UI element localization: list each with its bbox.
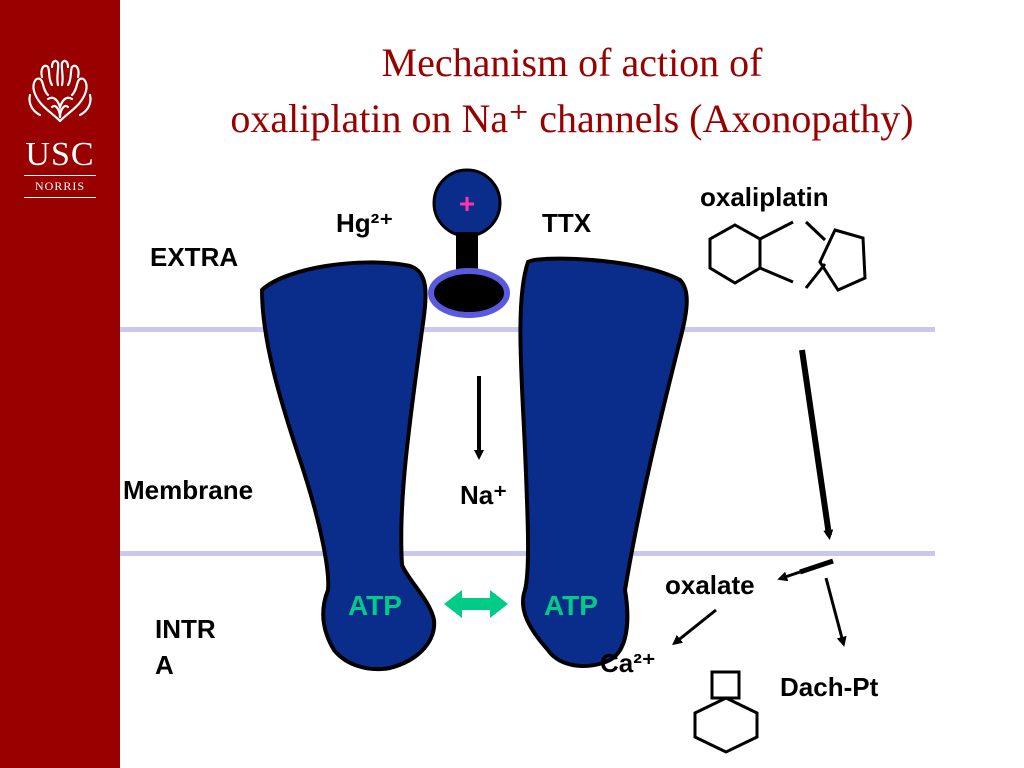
dachpt-square: [710, 670, 741, 700]
dachpt-hexane-ring: [693, 696, 759, 754]
logo-usc-text: USC: [25, 136, 95, 173]
label-intra-line1: INTR: [155, 614, 216, 644]
blocker-disk: [428, 268, 510, 318]
hands-emblem-icon: [28, 59, 92, 123]
label-oxalate: oxalate: [665, 570, 755, 600]
oxalate-release-arrow: [777, 570, 801, 582]
sidebar-band: USC NORRIS: [0, 0, 120, 768]
oxalate-ca-arrow: [672, 608, 717, 646]
oxaliplatin-hexane-ring: [708, 223, 762, 285]
label-hg: Hg²⁺: [336, 208, 394, 238]
blocker-stem: [456, 232, 478, 272]
oxaliplatin-bond-lower: [759, 266, 794, 284]
logo-norris-text: NORRIS: [34, 179, 85, 193]
label-atp-left: ATP: [348, 590, 402, 621]
usc-norris-logo: USC NORRIS: [0, 55, 120, 201]
slide-title-line-1: Mechanism of action of: [381, 40, 763, 85]
dachpt-release-arrow: [824, 577, 847, 647]
label-ttx: TTX: [542, 208, 592, 238]
label-ca: Ca²⁺: [600, 648, 656, 678]
oxaliplatin-bond-upper: [759, 220, 794, 241]
logo-divider: [24, 175, 96, 176]
split-bar: [799, 558, 834, 575]
channel-subunit-right: [518, 256, 689, 668]
logo-divider-bottom: [24, 197, 96, 198]
label-intra-line2: A: [155, 650, 174, 680]
label-atp-right: ATP: [544, 590, 598, 621]
channel-subunit-left: [259, 260, 437, 672]
label-na: Na⁺: [460, 480, 507, 510]
label-dachpt: Dach-Pt: [780, 672, 879, 702]
oxaliplatin-bond-pt-lower: [804, 263, 827, 289]
atp-double-arrow: [444, 590, 508, 618]
label-oxaliplatin: oxaliplatin: [700, 182, 829, 212]
label-extra: EXTRA: [150, 242, 239, 272]
oxaliplatin-entry-arrow: [799, 349, 834, 540]
label-membrane: Membrane: [123, 475, 254, 505]
oxaliplatin-bond-pt-upper: [804, 220, 827, 242]
slide-title-line-2: oxaliplatin on Na⁺ channels (Axonopathy): [230, 96, 914, 141]
plus-sign: +: [459, 188, 475, 219]
oxaliplatin-oxalate-ring: [818, 228, 867, 292]
